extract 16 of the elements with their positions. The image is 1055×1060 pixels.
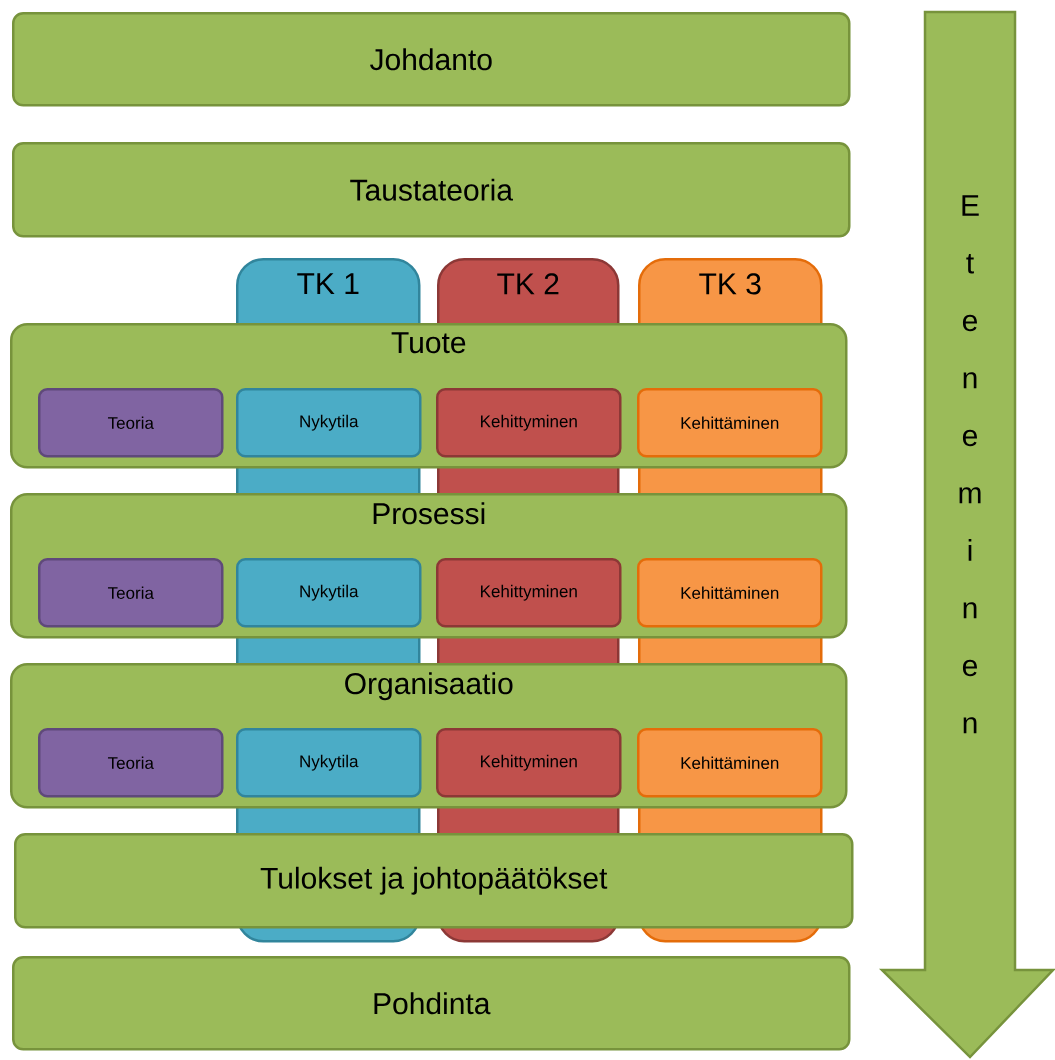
section-bar: Tulokset ja johtopäätökset: [14, 833, 854, 929]
category-box: Teoria: [38, 388, 224, 458]
category-box: Kehittäminen: [637, 388, 823, 458]
category-box: Nykytila: [236, 388, 422, 458]
category-box: Kehittäminen: [637, 558, 823, 628]
category-box: Teoria: [38, 558, 224, 628]
category-box: Nykytila: [236, 558, 422, 628]
section-bar: Pohdinta: [12, 956, 851, 1051]
category-box: Nykytila: [236, 728, 422, 798]
category-box: Kehittyminen: [436, 558, 622, 628]
category-box: Kehittäminen: [637, 728, 823, 798]
category-box: Kehittyminen: [436, 728, 622, 798]
category-box: Kehittyminen: [436, 388, 622, 458]
category-box: Teoria: [38, 728, 224, 798]
section-bar: Taustateoria: [12, 142, 851, 238]
section-bar: Johdanto: [12, 12, 851, 107]
